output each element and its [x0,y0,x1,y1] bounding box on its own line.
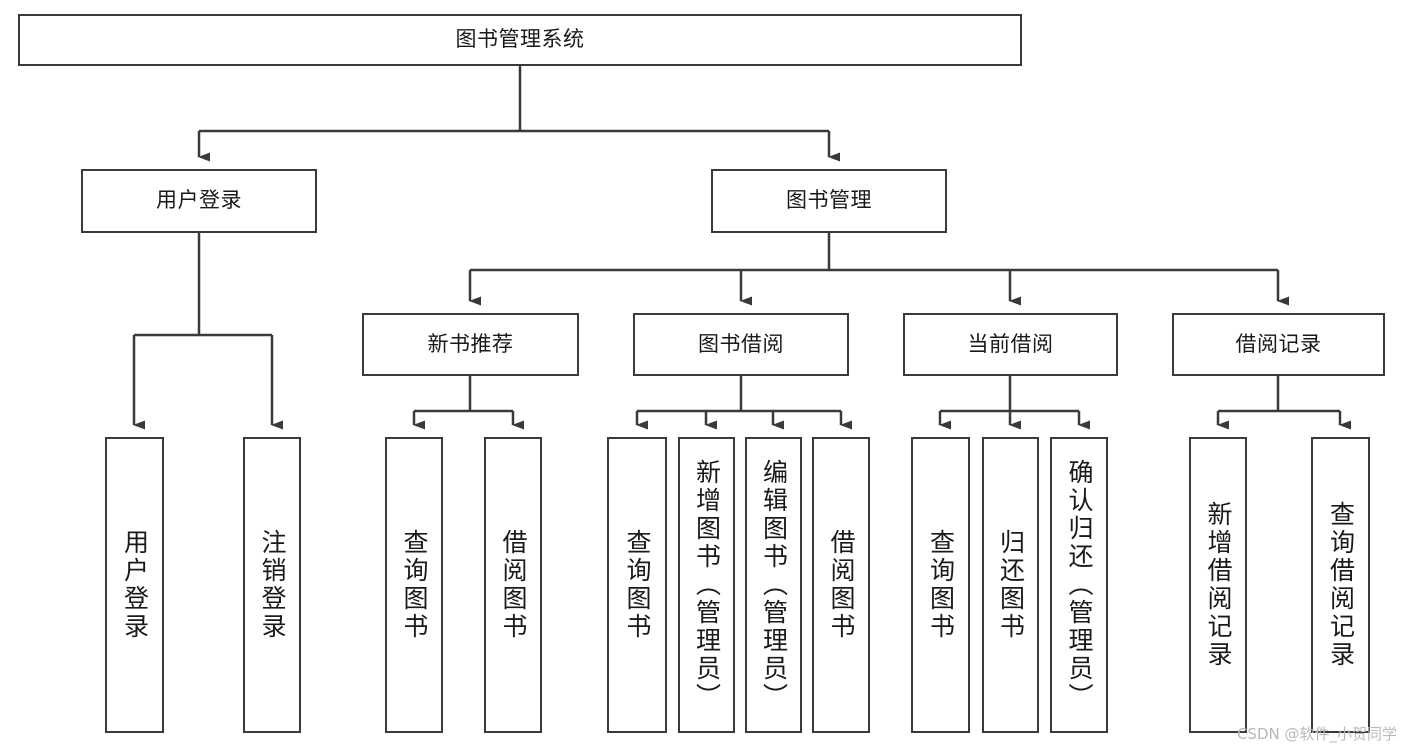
node-label: 借阅图书 [499,529,528,641]
leaf-leaf-edit-book-admin[interactable]: 编辑图书（管理员） [745,437,802,733]
leaf-leaf-query-book-3[interactable]: 查询图书 [911,437,970,733]
node-label: 新书推荐 [427,331,514,356]
leaf-leaf-user-login[interactable]: 用户登录 [105,437,164,733]
node-label: 新增借阅记录 [1204,501,1233,669]
node-label: 当前借阅 [967,331,1054,356]
node-label: 编辑图书（管理员） [759,459,789,711]
node-borrow-record[interactable]: 借阅记录 [1172,313,1385,376]
node-label: 图书借阅 [698,331,784,356]
node-book-borrow[interactable]: 图书借阅 [633,313,849,376]
leaf-leaf-logout-login[interactable]: 注销登录 [243,437,301,733]
node-label: 查询图书 [623,529,652,641]
node-root[interactable]: 图书管理系统 [18,14,1022,66]
leaf-leaf-borrow-book-1[interactable]: 借阅图书 [484,437,542,733]
node-label: 借阅记录 [1235,331,1322,356]
node-label: 查询图书 [926,529,956,641]
leaf-leaf-add-book-admin[interactable]: 新增图书（管理员） [678,437,735,733]
node-user-login[interactable]: 用户登录 [81,169,317,233]
node-label: 图书管理 [786,188,872,213]
node-current-borrow[interactable]: 当前借阅 [903,313,1118,376]
node-label: 确认归还（管理员） [1065,459,1094,711]
node-label: 查询图书 [400,529,429,641]
leaf-leaf-return-book[interactable]: 归还图书 [982,437,1039,733]
node-label: 查询借阅记录 [1326,501,1356,669]
node-label: 借阅图书 [827,529,856,641]
node-new-book-recommend[interactable]: 新书推荐 [362,313,579,376]
csdn-watermark: CSDN @软件_小贺同学 [1236,725,1397,743]
leaf-leaf-confirm-return-admin[interactable]: 确认归还（管理员） [1050,437,1108,733]
leaf-leaf-borrow-book-2[interactable]: 借阅图书 [812,437,870,733]
leaf-leaf-add-borrow-record[interactable]: 新增借阅记录 [1189,437,1247,733]
leaf-leaf-query-book-1[interactable]: 查询图书 [385,437,443,733]
node-label: 用户登录 [156,188,242,213]
node-label: 归还图书 [996,529,1026,641]
leaf-leaf-query-book-2[interactable]: 查询图书 [607,437,667,733]
node-label: 新增图书（管理员） [692,459,722,711]
leaf-leaf-query-borrow-record[interactable]: 查询借阅记录 [1311,437,1370,733]
node-book-manage[interactable]: 图书管理 [711,169,947,233]
node-label: 注销登录 [258,529,287,641]
node-label: 用户登录 [120,529,150,641]
node-label: 图书管理系统 [455,27,585,52]
